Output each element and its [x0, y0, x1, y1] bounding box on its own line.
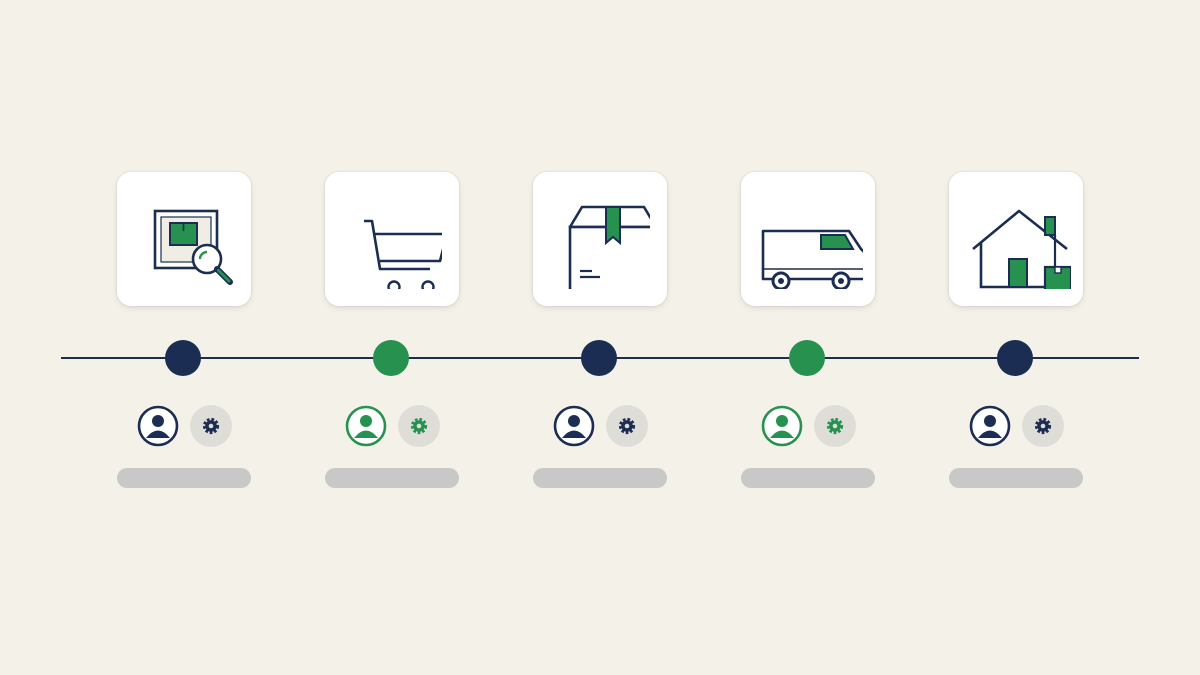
- step-label-placeholder: [949, 468, 1083, 488]
- timeline-step-2: [325, 0, 459, 675]
- timeline-node-4[interactable]: [789, 340, 825, 376]
- user-avatar-icon[interactable]: [345, 405, 387, 447]
- user-avatar-icon[interactable]: [969, 405, 1011, 447]
- step-card-5[interactable]: [949, 172, 1083, 306]
- gear-icon: [410, 417, 428, 435]
- user-avatar-icon[interactable]: [137, 405, 179, 447]
- step-card-2[interactable]: [325, 172, 459, 306]
- package-box-icon: [568, 205, 650, 289]
- user-avatar-icon[interactable]: [761, 405, 803, 447]
- settings-badge[interactable]: [606, 405, 648, 447]
- step-label-placeholder: [533, 468, 667, 488]
- timeline-step-3: [533, 0, 667, 675]
- delivery-van-icon: [761, 229, 863, 289]
- shopping-cart-icon: [364, 219, 442, 289]
- step-card-3[interactable]: [533, 172, 667, 306]
- user-avatar-icon[interactable]: [553, 405, 595, 447]
- gear-icon: [202, 417, 220, 435]
- timeline-node-2[interactable]: [373, 340, 409, 376]
- step-label-placeholder: [325, 468, 459, 488]
- step-card-4[interactable]: [741, 172, 875, 306]
- timeline-step-5: [949, 0, 1083, 675]
- settings-badge[interactable]: [814, 405, 856, 447]
- step-label-placeholder: [741, 468, 875, 488]
- timeline-step-1: [117, 0, 251, 675]
- gear-icon: [826, 417, 844, 435]
- step-card-1[interactable]: [117, 172, 251, 306]
- timeline-node-5[interactable]: [997, 340, 1033, 376]
- settings-badge[interactable]: [1022, 405, 1064, 447]
- timeline-node-1[interactable]: [165, 340, 201, 376]
- gear-icon: [618, 417, 636, 435]
- house-delivery-icon: [972, 209, 1071, 289]
- settings-badge[interactable]: [398, 405, 440, 447]
- timeline-node-3[interactable]: [581, 340, 617, 376]
- package-search-icon: [153, 209, 233, 285]
- timeline-step-4: [741, 0, 875, 675]
- gear-icon: [1034, 417, 1052, 435]
- settings-badge[interactable]: [190, 405, 232, 447]
- step-label-placeholder: [117, 468, 251, 488]
